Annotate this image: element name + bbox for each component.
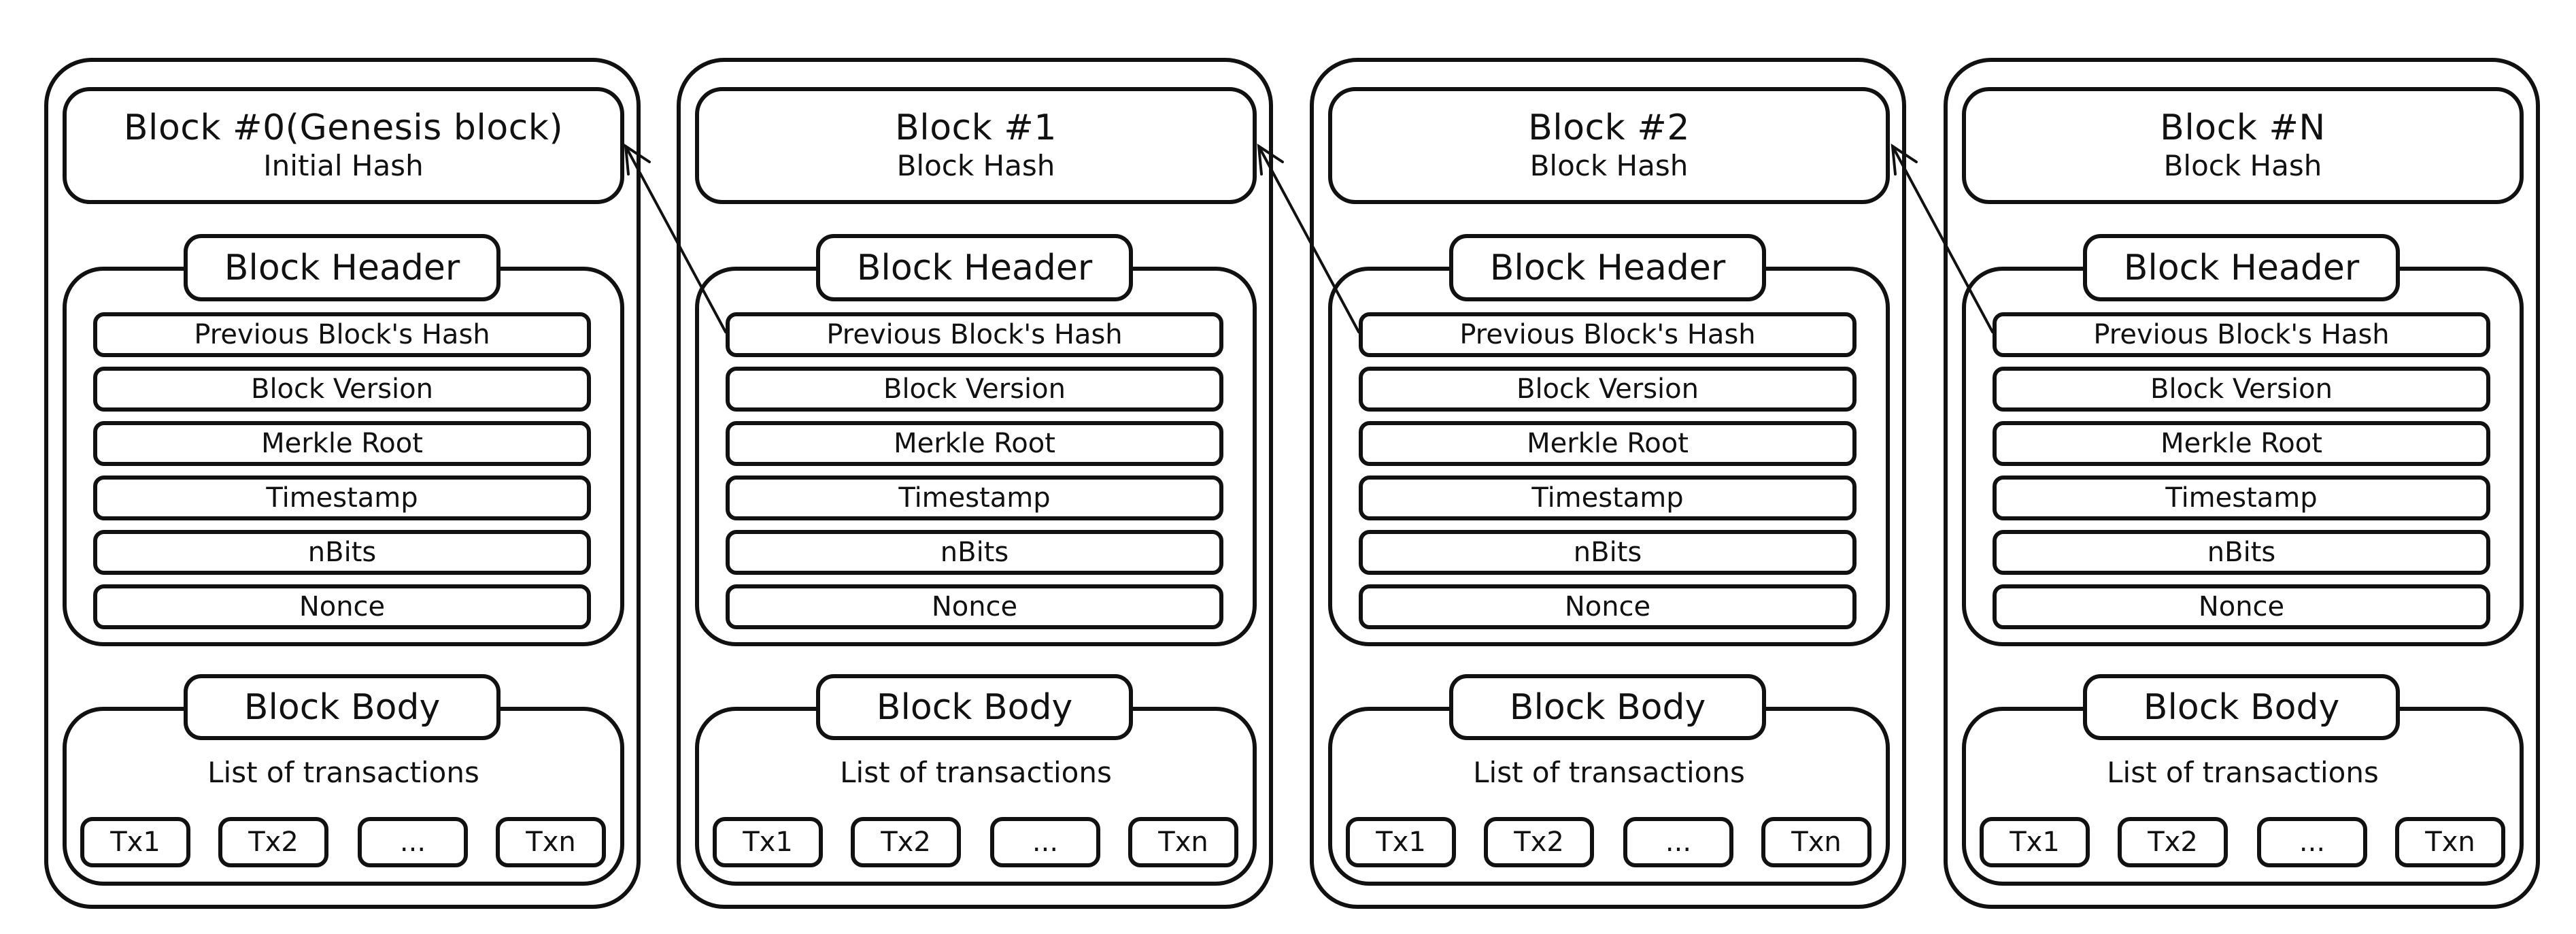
field-previous-hash: Previous Block's Hash xyxy=(726,312,1223,357)
transaction-box: Txn xyxy=(1128,817,1238,867)
block-header-label: Block Header xyxy=(1449,234,1766,301)
field-timestamp: Timestamp xyxy=(1993,476,2490,520)
field-nonce: Nonce xyxy=(1993,584,2490,629)
transactions-list-label: List of transactions xyxy=(2107,756,2379,789)
block-1: Block #1 Block Hash Block Header Previou… xyxy=(677,58,1273,909)
block-hash-box: Block #N Block Hash xyxy=(1962,87,2524,204)
transaction-box: Txn xyxy=(496,817,606,867)
block-hash-box: Block #1 Block Hash xyxy=(695,87,1257,204)
block-title: Block #1 xyxy=(895,107,1057,148)
transaction-box: Tx2 xyxy=(2118,817,2228,867)
transaction-box: Txn xyxy=(2395,817,2505,867)
block-hash-label: Initial Hash xyxy=(263,148,424,182)
block-hash-box: Block #2 Block Hash xyxy=(1328,87,1890,204)
transaction-box: Txn xyxy=(1761,817,1871,867)
block-2: Block #2 Block Hash Block Header Previou… xyxy=(1310,58,1906,909)
transaction-ellipsis-box: ... xyxy=(2257,817,2367,867)
block-header-label: Block Header xyxy=(816,234,1133,301)
field-timestamp: Timestamp xyxy=(1359,476,1857,520)
field-block-version: Block Version xyxy=(1993,367,2490,412)
field-merkle-root: Merkle Root xyxy=(93,421,591,466)
transaction-box: Tx1 xyxy=(713,817,823,867)
transaction-ellipsis-box: ... xyxy=(1623,817,1733,867)
transaction-box: Tx2 xyxy=(1484,817,1594,867)
block-hash-label: Block Hash xyxy=(2163,148,2322,182)
field-previous-hash: Previous Block's Hash xyxy=(93,312,591,357)
block-title: Block #0(Genesis block) xyxy=(123,107,564,148)
field-timestamp: Timestamp xyxy=(726,476,1223,520)
field-previous-hash: Previous Block's Hash xyxy=(1359,312,1857,357)
block-header-label: Block Header xyxy=(184,234,501,301)
transactions-list-label: List of transactions xyxy=(840,756,1112,789)
field-nbits: nBits xyxy=(1993,530,2490,575)
transaction-box: Tx1 xyxy=(1346,817,1456,867)
transaction-box: Tx1 xyxy=(1980,817,2090,867)
block-body-label: Block Body xyxy=(2083,674,2400,740)
transaction-box: Tx2 xyxy=(218,817,328,867)
block-header-label: Block Header xyxy=(2083,234,2400,301)
field-merkle-root: Merkle Root xyxy=(1359,421,1857,466)
block-body-label: Block Body xyxy=(1449,674,1766,740)
transaction-box: Tx1 xyxy=(80,817,190,867)
field-timestamp: Timestamp xyxy=(93,476,591,520)
field-nbits: nBits xyxy=(726,530,1223,575)
field-nonce: Nonce xyxy=(93,584,591,629)
field-nbits: nBits xyxy=(93,530,591,575)
field-nbits: nBits xyxy=(1359,530,1857,575)
block-n: Block #N Block Hash Block Header Previou… xyxy=(1944,58,2540,909)
field-block-version: Block Version xyxy=(1359,367,1857,412)
transactions-list-label: List of transactions xyxy=(1473,756,1745,789)
block-title: Block #N xyxy=(2160,107,2326,148)
block-hash-box: Block #0(Genesis block) Initial Hash xyxy=(63,87,624,204)
block-title: Block #2 xyxy=(1528,107,1690,148)
transaction-ellipsis-box: ... xyxy=(358,817,468,867)
field-previous-hash: Previous Block's Hash xyxy=(1993,312,2490,357)
block-0: Block #0(Genesis block) Initial Hash Blo… xyxy=(44,58,641,909)
transaction-ellipsis-box: ... xyxy=(990,817,1100,867)
transactions-list-label: List of transactions xyxy=(207,756,479,789)
field-block-version: Block Version xyxy=(726,367,1223,412)
field-nonce: Nonce xyxy=(1359,584,1857,629)
field-nonce: Nonce xyxy=(726,584,1223,629)
block-body-label: Block Body xyxy=(184,674,501,740)
transaction-box: Tx2 xyxy=(851,817,961,867)
field-block-version: Block Version xyxy=(93,367,591,412)
block-hash-label: Block Hash xyxy=(1529,148,1689,182)
field-merkle-root: Merkle Root xyxy=(726,421,1223,466)
block-body-label: Block Body xyxy=(816,674,1133,740)
block-hash-label: Block Hash xyxy=(896,148,1055,182)
field-merkle-root: Merkle Root xyxy=(1993,421,2490,466)
